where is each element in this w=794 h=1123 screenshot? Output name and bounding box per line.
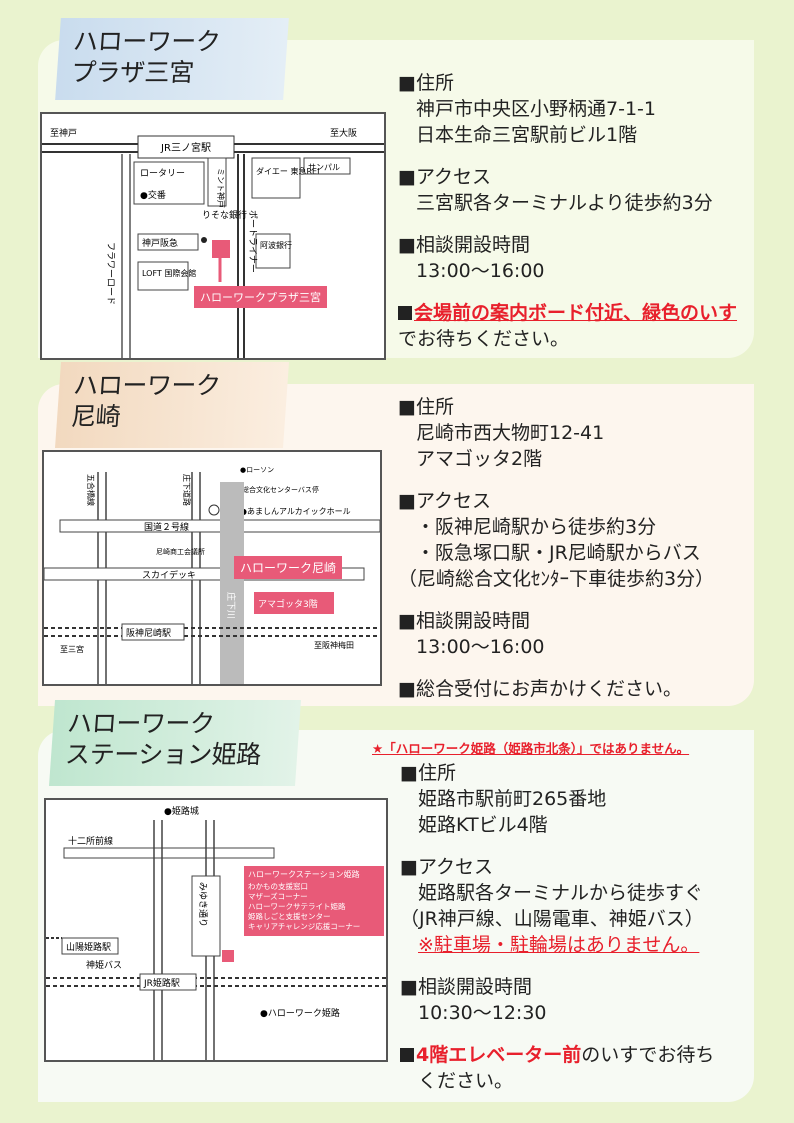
hours-head: ■相談開設時間 bbox=[398, 234, 530, 256]
address-head: ■住所 bbox=[398, 72, 454, 94]
section-himeji-tag: ハローワーク ステーション姫路 bbox=[48, 700, 302, 786]
access-warning: ※駐車場・駐輪場はありません。 bbox=[418, 934, 700, 956]
map-amagotta: アマゴッタ3階 bbox=[258, 598, 318, 610]
address-line2: 姫路KTビル4階 bbox=[418, 814, 548, 836]
map-gochome: 五合橋線 bbox=[86, 474, 96, 506]
map-route2: 国道２号線 bbox=[144, 521, 189, 533]
map-amagasaki-drawing: 五合橋線 庄下道路 尼崎総合文化センターバス停 ●ローソン ●あましんアルカイッ… bbox=[43, 466, 381, 684]
address-line2: アマゴッタ2階 bbox=[416, 448, 543, 470]
map-busstop: 尼崎総合文化センターバス停 bbox=[228, 485, 319, 494]
section-himeji-info: ■住所 姫路市駅前町265番地 姫路KTビル4階 ■アクセス 姫路駅各ターミナル… bbox=[400, 760, 714, 1094]
map-lawson: ●ローソン bbox=[240, 466, 274, 474]
address-line1: 尼崎市西大物町12-41 bbox=[416, 422, 605, 444]
map-pin-item: わかもの支援窓口 bbox=[248, 882, 308, 891]
wait-note: 4階エレベーター前のいすでお待ち bbox=[400, 1042, 714, 1068]
map-pin-title: ハローワークステーション姫路 bbox=[248, 870, 360, 879]
map-to-east: 至大阪 bbox=[330, 127, 357, 139]
access-line2: ・阪急塚口駅・JR尼崎駅からバス bbox=[416, 542, 701, 564]
map-sanyo: 山陽姫路駅 bbox=[66, 941, 111, 953]
access-head: ■アクセス bbox=[400, 856, 494, 878]
map-castle: ●姫路城 bbox=[164, 805, 199, 817]
map-amagasaki: 五合橋線 庄下道路 尼崎総合文化センターバス停 ●ローソン ●あましんアルカイッ… bbox=[42, 450, 382, 686]
map-shokokaigi: 尼崎商工会議所 bbox=[156, 547, 205, 556]
map-flower: フラワーロード bbox=[105, 242, 116, 305]
himeji-notice: ★「ハローワーク姫路（姫路市北条）」ではありません。 bbox=[372, 741, 690, 756]
access-line1: 三宮駅各ターミナルより徒歩約3分 bbox=[416, 192, 713, 214]
section-title-line2: 尼崎 bbox=[70, 402, 122, 431]
hours-head: ■相談開設時間 bbox=[400, 976, 532, 998]
map-awa: 阿波銀行 bbox=[260, 240, 292, 250]
wait-note-rest1: のいすでお待ち bbox=[581, 1044, 715, 1066]
map-mint: ミント神戸 bbox=[216, 168, 226, 208]
map-himeji-drawing: ●姫路城 十二所前線 みゆき通り 山陽姫路駅 神姫バス JR姫路駅 ●ハローワー… bbox=[46, 805, 386, 1060]
map-rotary: ロータリー bbox=[140, 168, 185, 179]
map-koban: ●交番 bbox=[140, 189, 166, 201]
address-head: ■住所 bbox=[400, 762, 456, 784]
map-river: 庄下川 bbox=[225, 592, 237, 619]
map-resona: りそな銀行 bbox=[202, 209, 247, 221]
hours-value: 10:30～12:30 bbox=[418, 1002, 547, 1024]
address-head: ■住所 bbox=[398, 396, 454, 418]
section-title-line1: ハローワーク bbox=[72, 371, 222, 400]
map-miyuki: みゆき通り bbox=[197, 882, 208, 927]
map-shoge: 庄下道路 bbox=[182, 474, 192, 506]
map-daiei: ダイエー 東急REI bbox=[256, 166, 319, 176]
access-line1: ・阪神尼崎駅から徒歩約3分 bbox=[416, 516, 657, 538]
hours-value: 13:00～16:00 bbox=[416, 260, 545, 282]
map-hankyu: 神戸阪急 bbox=[142, 237, 178, 249]
hours-head: ■相談開設時間 bbox=[398, 610, 530, 632]
map-to-west: 至三宮 bbox=[60, 644, 84, 654]
reception-note: ■総合受付にお声かけください。 bbox=[398, 678, 682, 700]
access-head: ■アクセス bbox=[398, 166, 492, 188]
map-portliner: ポートライナー bbox=[247, 210, 258, 273]
section-sannomiya-tag: ハローワーク プラザ三宮 bbox=[55, 18, 289, 100]
map-to-east: 至阪神梅田 bbox=[314, 640, 354, 650]
map-himeji: ●姫路城 十二所前線 みゆき通り 山陽姫路駅 神姫バス JR姫路駅 ●ハローワー… bbox=[44, 798, 388, 1062]
map-pin-himeji: ハローワークステーション姫路 わかもの支援窓口 マザーズコーナー ハローワークサ… bbox=[244, 866, 384, 936]
section-sannomiya-info: ■住所 神戸市中央区小野柄通7-1-1 日本生命三宮駅前ビル1階 ■アクセス 三… bbox=[398, 70, 737, 352]
access-line2: （JR神戸線、山陽電車、神姫バス） bbox=[400, 908, 704, 930]
wait-note-rest2: ください。 bbox=[418, 1070, 514, 1092]
map-hw-himeji: ●ハローワーク姫路 bbox=[260, 1007, 340, 1019]
access-line3: （尼崎総合文化ｾﾝﾀｰ下車徒歩約3分） bbox=[398, 568, 715, 590]
map-loft: LOFT 国際会館 bbox=[142, 268, 196, 278]
map-pin-item: マザーズコーナー bbox=[248, 892, 308, 901]
map-pin-sannomiya: ハローワークプラザ三宮 bbox=[194, 286, 327, 308]
wait-note-red: 会場前の案内ボード付近、緑色のいす bbox=[414, 302, 738, 324]
map-sannomiya-drawing: JR三ノ宮駅 至神戸 至大阪 ロータリー ●交番 ミント神戸 ダイエー 東急RE… bbox=[42, 127, 384, 358]
hours-value: 13:00～16:00 bbox=[416, 636, 545, 658]
section-amagasaki-tag: ハローワーク 尼崎 bbox=[54, 362, 290, 448]
map-archaic: ●あましんアルカイックホール bbox=[240, 507, 351, 516]
wait-note-rest: でお待ちください。 bbox=[398, 328, 570, 350]
wait-note-red: 4階エレベーター前 bbox=[416, 1044, 582, 1066]
address-line1: 姫路市駅前町265番地 bbox=[418, 788, 607, 810]
map-pin-item: 姫路しごと支援センター bbox=[248, 912, 331, 921]
map-shinki: 神姫バス bbox=[86, 959, 122, 971]
section-title-line2: プラザ三宮 bbox=[70, 58, 195, 87]
access-line1: 姫路駅各ターミナルから徒歩すぐ bbox=[418, 882, 704, 904]
access-head: ■アクセス bbox=[398, 490, 492, 512]
map-pin-item: ハローワークサテライト姫路 bbox=[248, 902, 346, 911]
map-pin-item: キャリアチャレンジ応援コーナー bbox=[248, 922, 361, 931]
section-title-line2: ステーション姫路 bbox=[64, 740, 262, 769]
map-to-west: 至神戸 bbox=[50, 127, 77, 139]
map-jr: JR姫路駅 bbox=[143, 977, 180, 989]
map-station-label: JR三ノ宮駅 bbox=[160, 141, 211, 154]
section-title-line1: ハローワーク bbox=[66, 709, 216, 738]
map-pin-amagasaki: ハローワーク尼崎 bbox=[234, 556, 343, 579]
section-amagasaki-info: ■住所 尼崎市西大物町12-41 アマゴッタ2階 ■アクセス ・阪神尼崎駅から徒… bbox=[398, 394, 714, 702]
map-skydeck: スカイデッキ bbox=[142, 569, 196, 581]
map-sanpal: サンパル bbox=[308, 163, 340, 172]
wait-note: 会場前の案内ボード付近、緑色のいす bbox=[398, 300, 737, 326]
map-juni: 十二所前線 bbox=[68, 835, 113, 847]
map-station: 阪神尼崎駅 bbox=[126, 627, 171, 639]
section-title-line1: ハローワーク bbox=[72, 27, 222, 56]
map-sannomiya: JR三ノ宮駅 至神戸 至大阪 ロータリー ●交番 ミント神戸 ダイエー 東急RE… bbox=[40, 112, 386, 360]
address-line2: 日本生命三宮駅前ビル1階 bbox=[416, 124, 638, 146]
address-line1: 神戸市中央区小野柄通7-1-1 bbox=[416, 98, 656, 120]
